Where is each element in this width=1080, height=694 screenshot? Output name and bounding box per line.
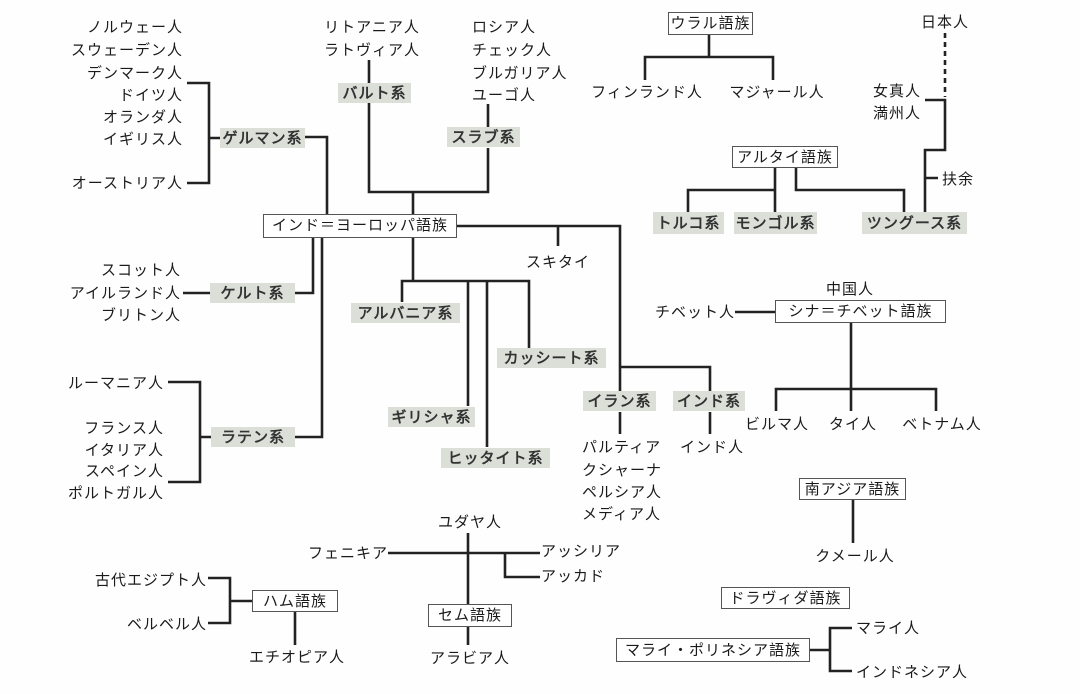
people-label: イタリア人 xyxy=(84,441,164,459)
people-label: インドネシア人 xyxy=(856,663,969,681)
people-label: オーストリア人 xyxy=(71,174,183,192)
people-label: 女真人 xyxy=(872,82,922,100)
people-label: ブルガリア人 xyxy=(472,64,568,82)
people-label: アッカド xyxy=(541,567,606,585)
people-label: 古代エジプト人 xyxy=(94,571,207,589)
people-label: ルーマニア人 xyxy=(67,374,164,392)
people-label: ブリトン人 xyxy=(100,306,181,324)
people-label: 扶余 xyxy=(942,170,975,188)
people-label: ベトナム人 xyxy=(902,415,982,433)
family-dravidian: ドラヴィダ語族 xyxy=(721,587,850,609)
family-indo-european: インド＝ヨーロッパ語族 xyxy=(263,214,457,238)
people-label: ドイツ人 xyxy=(118,86,183,104)
connector xyxy=(187,81,329,214)
people-label: ユーゴ人 xyxy=(472,86,537,104)
people-label: リトアニア人 xyxy=(324,18,420,36)
people-label: パルティア xyxy=(582,438,662,456)
people-label: アラビア人 xyxy=(429,649,511,667)
connector xyxy=(923,98,947,212)
branch-albanian: アルバニア系 xyxy=(351,303,460,323)
people-label: アイルランド人 xyxy=(69,284,181,302)
people-label: マジャール人 xyxy=(729,83,825,101)
people-label: オランダ人 xyxy=(102,108,183,126)
people-label: イギリス人 xyxy=(102,130,183,148)
people-label: メディア人 xyxy=(582,505,661,523)
connector xyxy=(643,35,775,80)
people-label: フィンランド人 xyxy=(591,83,703,101)
people-label: スキタイ xyxy=(525,253,591,271)
people-label: アッシリア xyxy=(541,542,622,560)
people-label: フランス人 xyxy=(84,419,164,437)
family-sino-tibetan: シナ＝チベット語族 xyxy=(775,300,946,323)
branch-hittite: ヒッタイト系 xyxy=(441,448,550,468)
people-label: 中国人 xyxy=(825,280,875,298)
people-label: ペルシア人 xyxy=(582,483,663,501)
branch-tungusic: ツングース系 xyxy=(862,212,967,234)
people-label: スコット人 xyxy=(100,261,181,279)
people-label: フェニキア xyxy=(307,544,388,562)
branch-celtic: ケルト系 xyxy=(210,283,295,303)
people-label: デンマーク人 xyxy=(86,64,183,82)
branch-turkic: トルコ系 xyxy=(653,212,724,234)
connector xyxy=(388,533,540,645)
people-label: ビルマ人 xyxy=(744,415,810,433)
branch-indic: インド系 xyxy=(673,391,745,411)
branch-germanic: ゲルマン系 xyxy=(220,128,305,148)
people-label: クメール人 xyxy=(815,547,895,565)
branch-greek: ギリシャ系 xyxy=(388,407,475,427)
people-label: タイ人 xyxy=(828,415,878,433)
people-label: インド人 xyxy=(679,438,745,456)
people-label: チベット人 xyxy=(654,303,735,321)
branch-mongolic: モンゴル系 xyxy=(734,212,817,234)
people-label: ベルベル人 xyxy=(126,615,207,633)
people-label: エチオピア人 xyxy=(248,648,346,666)
family-uralic: ウラル語族 xyxy=(668,12,753,35)
connector xyxy=(810,626,852,673)
people-label: スペイン人 xyxy=(85,462,164,480)
branch-slavic: スラブ系 xyxy=(447,127,520,147)
people-label: チェック人 xyxy=(472,41,553,59)
branch-kassite: カッシート系 xyxy=(497,348,606,368)
people-label: ラトヴィア人 xyxy=(323,41,421,59)
branch-iranian: イラン系 xyxy=(583,391,656,411)
connector xyxy=(457,224,712,434)
people-label: ポルトガル人 xyxy=(67,484,164,502)
people-label: マライ人 xyxy=(856,619,921,637)
branch-baltic: バルト系 xyxy=(338,83,411,103)
people-label: 日本人 xyxy=(920,13,970,31)
people-label: スウェーデン人 xyxy=(70,41,183,59)
connector xyxy=(400,238,531,447)
connector xyxy=(183,238,315,295)
connector xyxy=(168,238,324,484)
family-altaic: アルタイ語族 xyxy=(732,146,838,168)
people-label: ノルウェー人 xyxy=(86,18,183,36)
family-austroasiatic: 南アジア語族 xyxy=(799,478,906,500)
connector xyxy=(367,60,490,214)
family-austronesian: マライ・ポリネシア語族 xyxy=(616,638,810,662)
people-label: 満州人 xyxy=(872,104,922,122)
family-hamitic: ハム語族 xyxy=(252,590,338,612)
people-label: ユダヤ人 xyxy=(437,513,503,531)
family-semitic: セム語族 xyxy=(428,604,512,627)
branch-latin: ラテン系 xyxy=(211,427,295,447)
connector xyxy=(208,576,297,645)
connector xyxy=(686,168,906,212)
connector xyxy=(735,310,938,411)
people-label: クシャーナ xyxy=(582,461,663,479)
people-label: ロシア人 xyxy=(472,18,537,36)
